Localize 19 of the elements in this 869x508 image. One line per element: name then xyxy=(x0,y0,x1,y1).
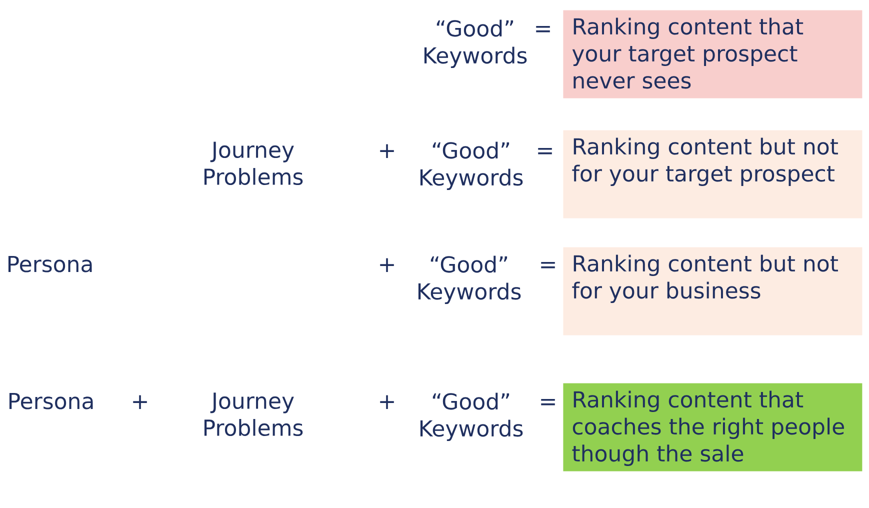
term-label: Journey Problems xyxy=(204,392,303,436)
plus-sign: + xyxy=(133,395,147,409)
plus-sign: + xyxy=(380,258,394,272)
result-box: Ranking content but not for your target prospect xyxy=(563,130,862,218)
equals-sign: = xyxy=(541,262,555,268)
term-label: “Good” Keywords xyxy=(424,20,527,68)
equals-sign: = xyxy=(541,399,555,406)
result-box: Ranking content that coaches the right people though the sale xyxy=(563,383,862,472)
term-label: “Good” Keywords xyxy=(418,256,521,304)
result-box: Ranking content that your target prospect never sees xyxy=(563,10,862,98)
plus-sign: + xyxy=(380,144,394,158)
equals-sign: = xyxy=(538,148,552,154)
term-label: Persona xyxy=(9,392,93,410)
plus-sign: + xyxy=(380,395,394,409)
term-label: “Good” Keywords xyxy=(420,392,523,441)
term-label: “Good” Keywords xyxy=(420,142,523,190)
term-label: Journey Problems xyxy=(204,142,303,186)
result-box: Ranking content but not for your business xyxy=(563,247,862,336)
term-label: Persona xyxy=(8,256,92,272)
